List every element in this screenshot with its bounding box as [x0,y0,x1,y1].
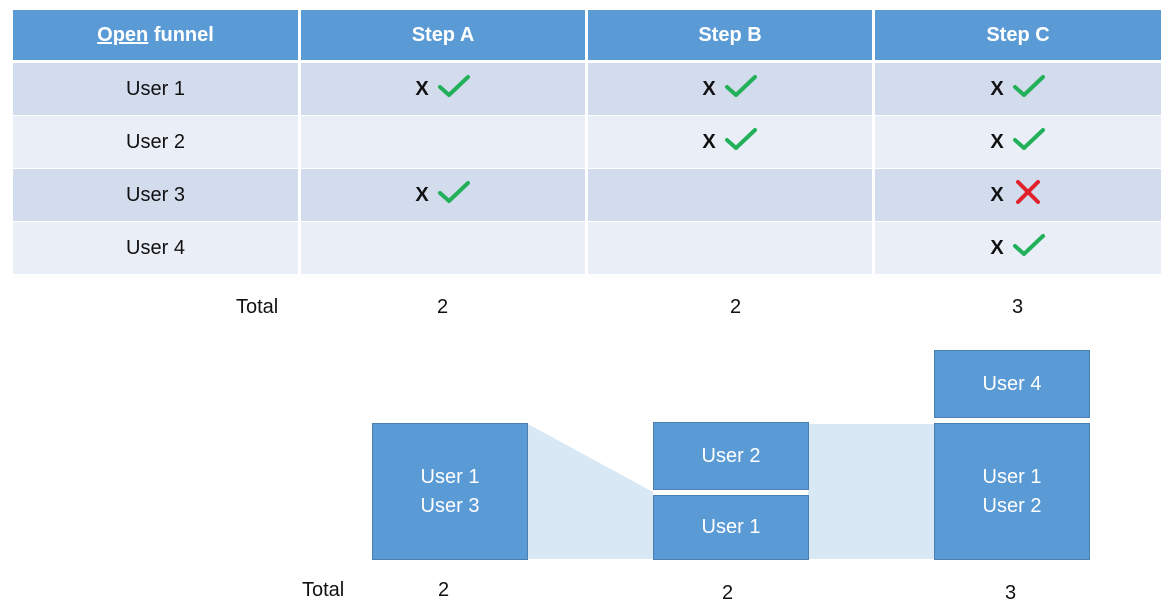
step-mark: X [990,179,1045,211]
header-step-b: Step B [588,10,872,60]
funnel-total-label: Total [302,579,345,601]
header-step-c: Step C [875,10,1161,60]
cross-icon [1012,179,1046,211]
user-cell: User 4 [13,222,298,274]
step-c-user-4: User 4 [982,372,1042,395]
step-mark: X [415,73,470,105]
x-mark: X [990,77,1004,100]
step-a-user-1: User 1 [420,465,480,488]
table-total-step-c: 3 [1012,296,1024,318]
funnel-total-step-c: 3 [1005,582,1017,604]
table-row: User 4 X [13,222,1161,274]
funnel-step-c-top-box: User 4 [934,350,1090,418]
step-b-user-2: User 2 [701,444,761,467]
user-cell: User 2 [13,116,298,168]
check-icon [724,73,758,105]
step-cell: X [301,63,585,115]
step-cell: X [588,116,872,168]
step-mark: X [990,232,1045,264]
step-mark: X [702,126,757,158]
step-mark: X [702,73,757,105]
step-cell: X [588,63,872,115]
step-cell: X [875,222,1161,274]
funnel-step-b-bottom-box: User 1 [653,495,809,560]
header-step-a: Step A [301,10,585,60]
flow-a-to-b [528,424,653,559]
table-total-step-b: 2 [730,296,742,318]
header-open-word: Open [97,23,149,46]
header-funnel-word: funnel [148,23,214,46]
x-mark: X [415,77,429,100]
step-mark: X [990,126,1045,158]
header-open-funnel: Open funnel [13,10,298,60]
step-cell [588,222,872,274]
step-cell [301,116,585,168]
table-row: User 1 X X X [13,63,1161,115]
x-mark: X [990,183,1004,206]
step-cell [301,222,585,274]
table-row: User 3 X X [13,169,1161,221]
step-mark: X [415,179,470,211]
check-icon [1012,126,1046,158]
x-mark: X [702,130,716,153]
funnel-step-b-top-box: User 2 [653,422,809,490]
step-cell: X [875,63,1161,115]
check-icon [437,73,471,105]
flow-b-to-c [808,424,934,559]
user-cell: User 1 [13,63,298,115]
x-mark: X [415,183,429,206]
x-mark: X [990,236,1004,259]
step-cell [588,169,872,221]
x-mark: X [702,77,716,100]
funnel-total-step-b: 2 [722,582,734,604]
step-cell: X [301,169,585,221]
funnel-total-step-a: 2 [438,579,450,601]
check-icon [437,179,471,211]
check-icon [724,126,758,158]
x-mark: X [990,130,1004,153]
user-cell: User 3 [13,169,298,221]
funnel-step-c-main-box: User 1 User 2 [934,423,1090,560]
step-c-user-1: User 1 [982,465,1042,488]
funnel-step-a-box: User 1 User 3 [372,423,528,560]
check-icon [1012,73,1046,105]
step-a-user-3: User 3 [420,494,480,517]
step-cell: X [875,116,1161,168]
step-b-user-1: User 1 [701,516,761,538]
table-total-label: Total [236,296,279,318]
table-row: User 2 X X [13,116,1161,168]
check-icon [1012,232,1046,264]
step-c-user-2: User 2 [982,494,1042,517]
step-mark: X [990,73,1045,105]
step-cell: X [875,169,1161,221]
table-total-step-a: 2 [437,296,449,318]
